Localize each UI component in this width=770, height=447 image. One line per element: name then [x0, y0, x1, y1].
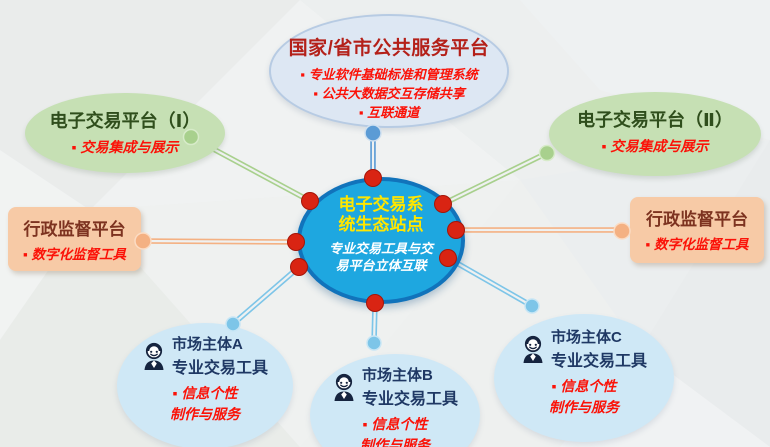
supervision-right-title: 行政监督平台 — [646, 210, 748, 229]
market-c-name: 市场主体C — [550, 329, 622, 346]
market-a-bullet: ▪ 信息个性 — [172, 385, 238, 401]
connector-left — [142, 238, 297, 245]
market-a-name: 市场主体A — [171, 336, 243, 353]
hub-subtitle: 专业交易工具与交 易平台立体互联 — [328, 240, 433, 273]
trading-platform-1-node: 电子交易平台（Ⅰ） ▪ 交易集成与展示 — [25, 93, 225, 173]
market-c-bullet: 制作与服务 — [549, 399, 619, 415]
market-subject-a-node: 市场主体A 专业交易工具 ▪ 信息个性 制作与服务 — [117, 323, 293, 447]
trading-platform-1-bullet: ▪ 交易集成与展示 — [71, 139, 179, 155]
supervision-left-title: 行政监督平台 — [23, 220, 126, 239]
hub-node: 电子交易系 统生态站点 专业交易工具与交 易平台立体互联 — [297, 177, 465, 304]
public-platform-bullet: ▪ 专业软件基础标准和管理系统 — [300, 67, 478, 82]
supervision-platform-right-node: 行政监督平台 ▪ 数字化监督工具 — [630, 197, 764, 263]
trading-platform-2-node: 电子交易平台（Ⅱ） ▪ 交易集成与展示 — [549, 92, 761, 176]
market-c-bullet: ▪ 信息个性 — [551, 378, 617, 394]
trading-platform-1-title: 电子交易平台（Ⅰ） — [49, 111, 201, 131]
person-icon — [523, 335, 543, 363]
market-c-role: 专业交易工具 — [550, 353, 647, 370]
market-b-bullet: ▪ 信息个性 — [362, 416, 428, 432]
public-platform-bullet: ▪ 互联通道 — [358, 104, 420, 120]
connector-bottom-middle — [371, 302, 378, 344]
market-b-bullet: 制作与服务 — [360, 437, 430, 447]
public-service-platform-node: 国家/省市公共服务平台 ▪ 专业软件基础标准和管理系统 ▪ 公共大数据交互存储共… — [269, 14, 509, 128]
supervision-left-bullet: ▪ 数字化监督工具 — [22, 247, 127, 262]
market-b-role: 专业交易工具 — [361, 391, 458, 408]
connector-bottom-left — [231, 264, 301, 327]
market-a-role: 专业交易工具 — [171, 360, 268, 377]
market-subject-b-node: 市场主体B 专业交易工具 ▪ 信息个性 制作与服务 — [310, 354, 480, 447]
trading-platform-2-bullet: ▪ 交易集成与展示 — [601, 138, 709, 154]
market-subject-c-node: 市场主体C 专业交易工具 ▪ 信息个性 制作与服务 — [494, 314, 674, 442]
supervision-platform-left-node: 行政监督平台 ▪ 数字化监督工具 — [8, 207, 141, 271]
public-platform-bullet: ▪ 公共大数据交互存储共享 — [313, 85, 465, 101]
person-icon — [144, 342, 164, 370]
endpoint-dot-lightblue — [366, 335, 382, 351]
person-icon — [334, 373, 354, 401]
public-service-platform-title: 国家/省市公共服务平台 — [288, 38, 490, 59]
trading-platform-2-title: 电子交易平台（Ⅱ） — [577, 110, 733, 130]
endpoint-dot-orange — [613, 222, 631, 240]
hub-title: 电子交易系 统生态站点 — [338, 195, 424, 235]
supervision-right-bullet: ▪ 数字化监督工具 — [645, 237, 749, 252]
market-a-bullet: 制作与服务 — [170, 406, 240, 422]
endpoint-dot-lightblue — [524, 298, 540, 314]
market-b-name: 市场主体B — [361, 367, 433, 384]
